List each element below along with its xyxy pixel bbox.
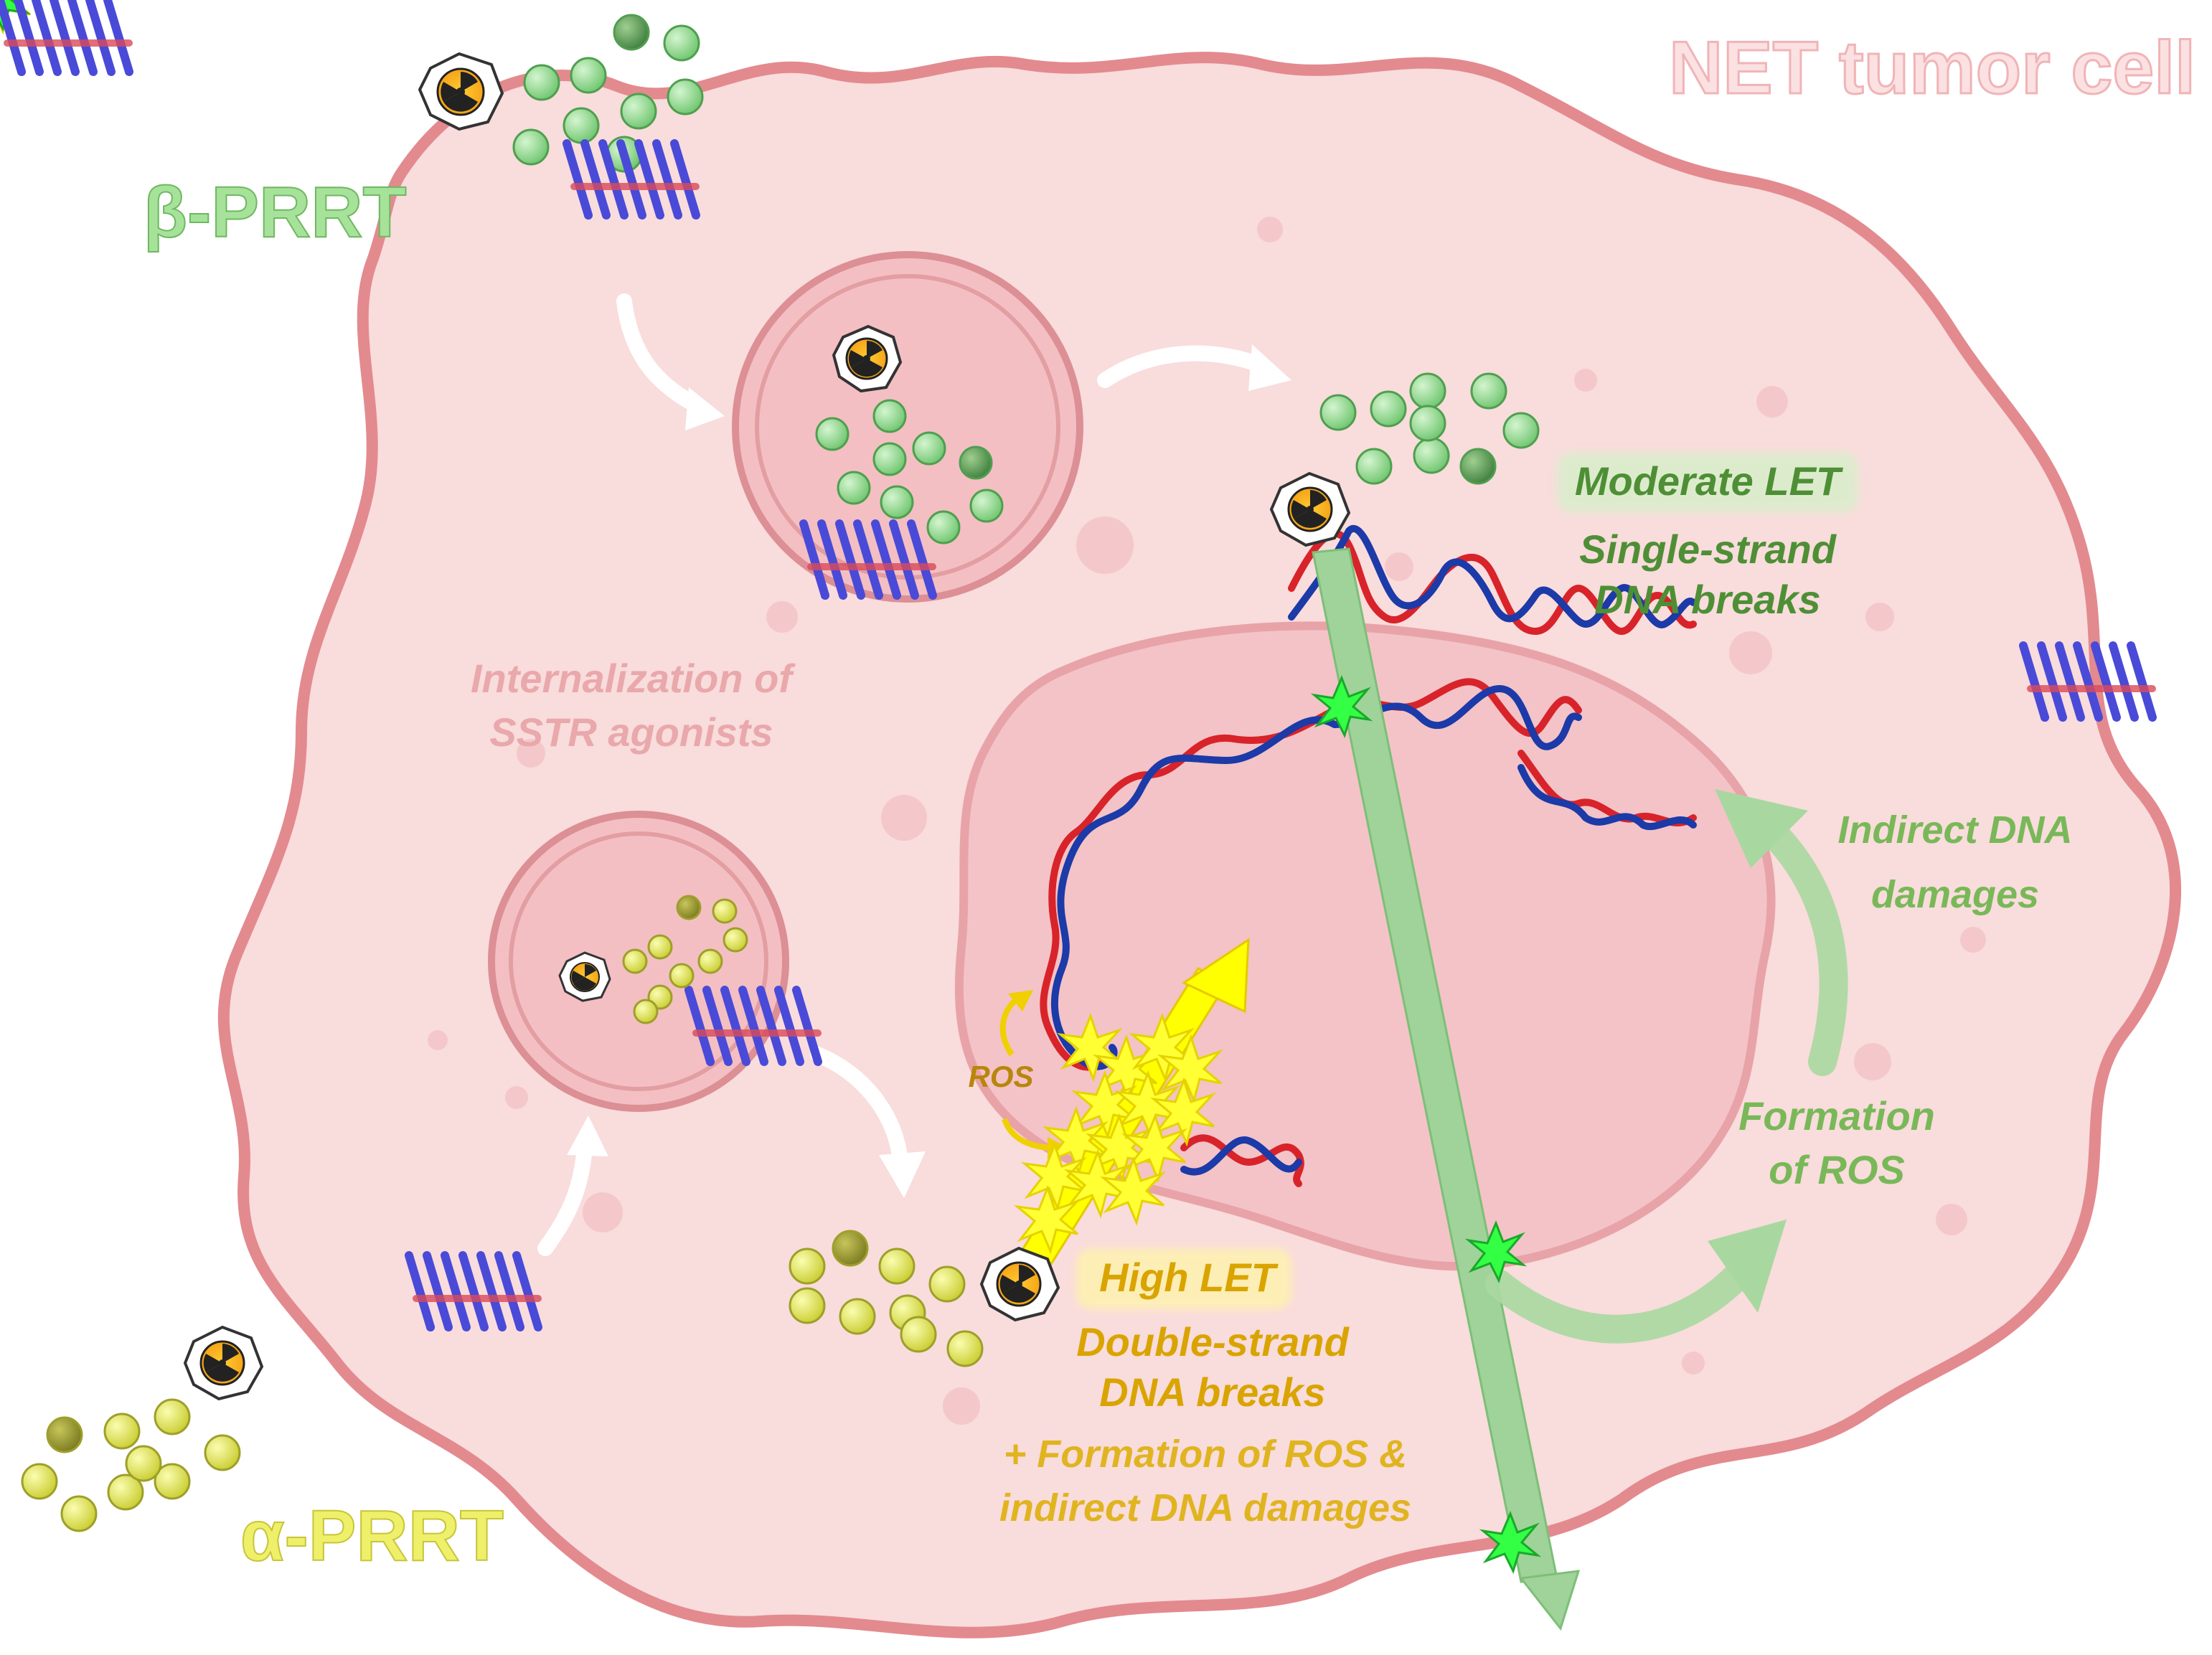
arrow-icon — [537, 1140, 593, 1256]
radioactive-icon — [979, 1246, 1060, 1322]
radioactive-icon — [832, 324, 903, 393]
ros-arrows — [1485, 789, 1848, 1344]
arrow-icon — [1765, 825, 1848, 1076]
internalization-text-2: SSTR agonists — [489, 709, 773, 755]
endosome-beta — [732, 251, 1083, 603]
moderate-let-heading: Moderate LET — [1575, 458, 1844, 504]
arrow-icon — [1715, 789, 1808, 868]
high-let-heading: High LET — [1099, 1255, 1279, 1300]
high-let-line2: DNA breaks — [1099, 1369, 1325, 1415]
indirect-damage-line2: damages — [1871, 873, 2039, 916]
beta-prrt-label: β-PRRT — [143, 172, 407, 253]
moderate-let-line2: DNA breaks — [1594, 577, 1820, 622]
dna-strand-blue — [1288, 525, 1697, 628]
high-let-line4: indirect DNA damages — [999, 1486, 1411, 1529]
cell-title: NET tumor cell — [1669, 27, 2195, 110]
dna-strand-blue — [1331, 684, 1582, 750]
dna-strand-red — [1288, 530, 1697, 636]
alpha-peptide-endosome — [558, 895, 748, 1024]
indirect-damage-line1: Indirect DNA — [1837, 808, 2072, 852]
arrow-icon — [1097, 345, 1271, 388]
alpha-peptide-released — [789, 1230, 1060, 1367]
alpha-prrt-label: α-PRRT — [240, 1496, 504, 1576]
arrow-icon — [1248, 344, 1291, 391]
beta-damage-bursts — [0, 0, 1539, 1573]
high-let-line1: Double-strand — [1076, 1319, 1350, 1364]
damage-burst-icon — [0, 0, 32, 32]
formation-ros-line2: of ROS — [1769, 1147, 1905, 1192]
peptide-icon — [21, 1398, 241, 1532]
dna-strand-blue — [1180, 1136, 1302, 1176]
radioactive-icon — [558, 951, 611, 1002]
dna-strand-blue — [1517, 764, 1697, 830]
dna-helix-icon — [1040, 525, 1697, 1187]
ros-label: ROS — [968, 1060, 1033, 1093]
radioactive-icon — [183, 1325, 264, 1401]
alpha-peptide-outside — [21, 1325, 264, 1532]
moderate-let-line1: Single-strand — [1579, 527, 1837, 572]
receptor-icon — [0, 0, 133, 76]
arrow-icon — [567, 1116, 608, 1156]
internalization-arrows — [537, 293, 1291, 1256]
peptide-icon — [512, 14, 704, 173]
arrow-icon — [685, 387, 725, 430]
beta-track — [1312, 547, 1581, 1631]
beta-peptide-released — [1269, 372, 1540, 547]
peptide-icon — [622, 895, 748, 1024]
dna-strand-blue — [1051, 716, 1338, 1070]
cytoplasm-speckles — [428, 217, 1986, 1425]
arrow-icon — [879, 1151, 926, 1198]
arrow-icon — [1708, 1220, 1787, 1313]
peptide-icon — [789, 1230, 984, 1367]
formation-ros-line1: Formation — [1738, 1093, 1935, 1138]
peptide-icon — [815, 399, 1004, 544]
radioactive-icon — [418, 52, 504, 131]
arrow-icon — [810, 1047, 908, 1170]
beta-peptide-outside — [418, 14, 704, 173]
arrow-icon — [1485, 1263, 1751, 1344]
dna-strand-red — [1180, 1134, 1304, 1187]
high-let-line3: + Formation of ROS & — [1004, 1433, 1408, 1476]
beta-peptide-endosome — [815, 324, 1004, 544]
peptide-icon — [1319, 372, 1540, 485]
radioactive-icon — [1269, 471, 1351, 547]
dna-strand-red — [1040, 707, 1338, 1071]
internalization-text-1: Internalization of — [471, 656, 796, 701]
